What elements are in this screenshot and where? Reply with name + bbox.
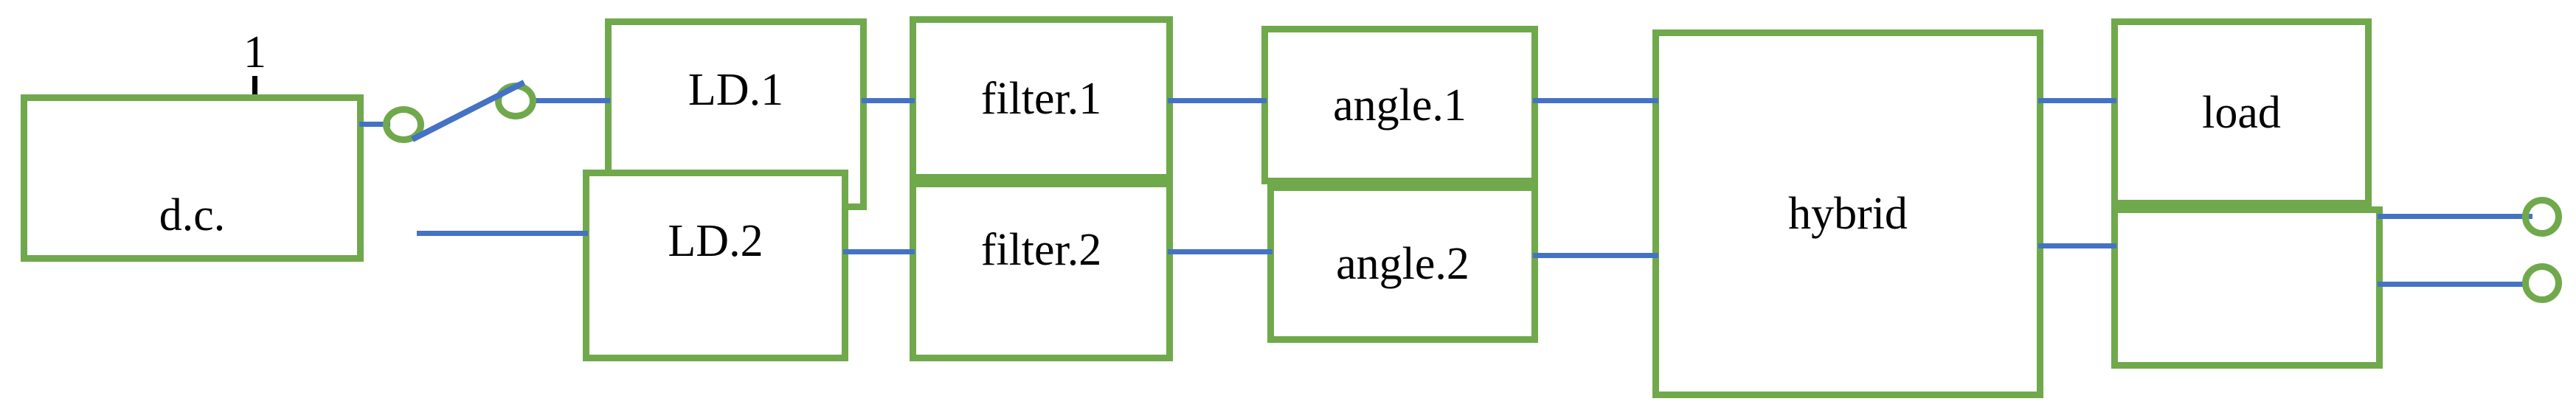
source-tick-mark — [252, 76, 257, 98]
wire-filter1-to-angle1 — [1168, 98, 1267, 103]
source-index-label: 1 — [243, 27, 266, 77]
wire-filter2-to-angle2 — [1168, 249, 1273, 254]
terminal-output-lower[interactable] — [2522, 263, 2562, 303]
block-label-ld2: LD.2 — [668, 216, 764, 266]
terminal-switch-pole[interactable] — [383, 106, 424, 143]
wire-throw-to-ld1 — [533, 98, 610, 103]
block-label-hybrid: hybrid — [1788, 189, 1908, 239]
block-out[interactable] — [2111, 206, 2383, 369]
block-ld2[interactable]: LD.2 — [583, 170, 848, 361]
block-angle1[interactable]: angle.1 — [1261, 26, 1538, 184]
wire-hybrid-to-out — [2038, 243, 2116, 248]
wire-out-to-term-upper — [2378, 214, 2532, 219]
block-label-angle1: angle.1 — [1333, 80, 1467, 131]
wire-out-to-term-lower — [2378, 282, 2525, 287]
block-label-ld1: LD.1 — [688, 65, 784, 115]
block-load[interactable]: load — [2111, 18, 2372, 206]
block-filter1[interactable]: filter.1 — [910, 16, 1173, 181]
wire-dc-to-pole — [359, 122, 390, 127]
wire-hybrid-to-load — [2038, 98, 2116, 103]
block-label-filter1: filter.1 — [980, 73, 1102, 124]
block-label-filter2: filter.2 — [980, 225, 1102, 275]
wire-ld1-to-filter1 — [862, 98, 915, 103]
block-filter2[interactable]: filter.2 — [910, 181, 1173, 361]
wire-ld2-to-filter2 — [843, 249, 915, 254]
block-label-angle2: angle.2 — [1336, 238, 1469, 289]
block-label-load: load — [2202, 87, 2281, 138]
block-angle2[interactable]: angle.2 — [1267, 184, 1538, 343]
block-dc[interactable]: d.c. — [21, 94, 364, 262]
wire-angle1-to-hybrid — [1533, 98, 1658, 103]
terminal-output-upper[interactable] — [2522, 197, 2562, 237]
block-label-dc: d.c. — [159, 190, 226, 240]
block-hybrid[interactable]: hybrid — [1652, 29, 2043, 398]
wire-angle2-to-hybrid — [1533, 253, 1658, 258]
wire-pole-row-to-ld2 — [417, 231, 588, 236]
